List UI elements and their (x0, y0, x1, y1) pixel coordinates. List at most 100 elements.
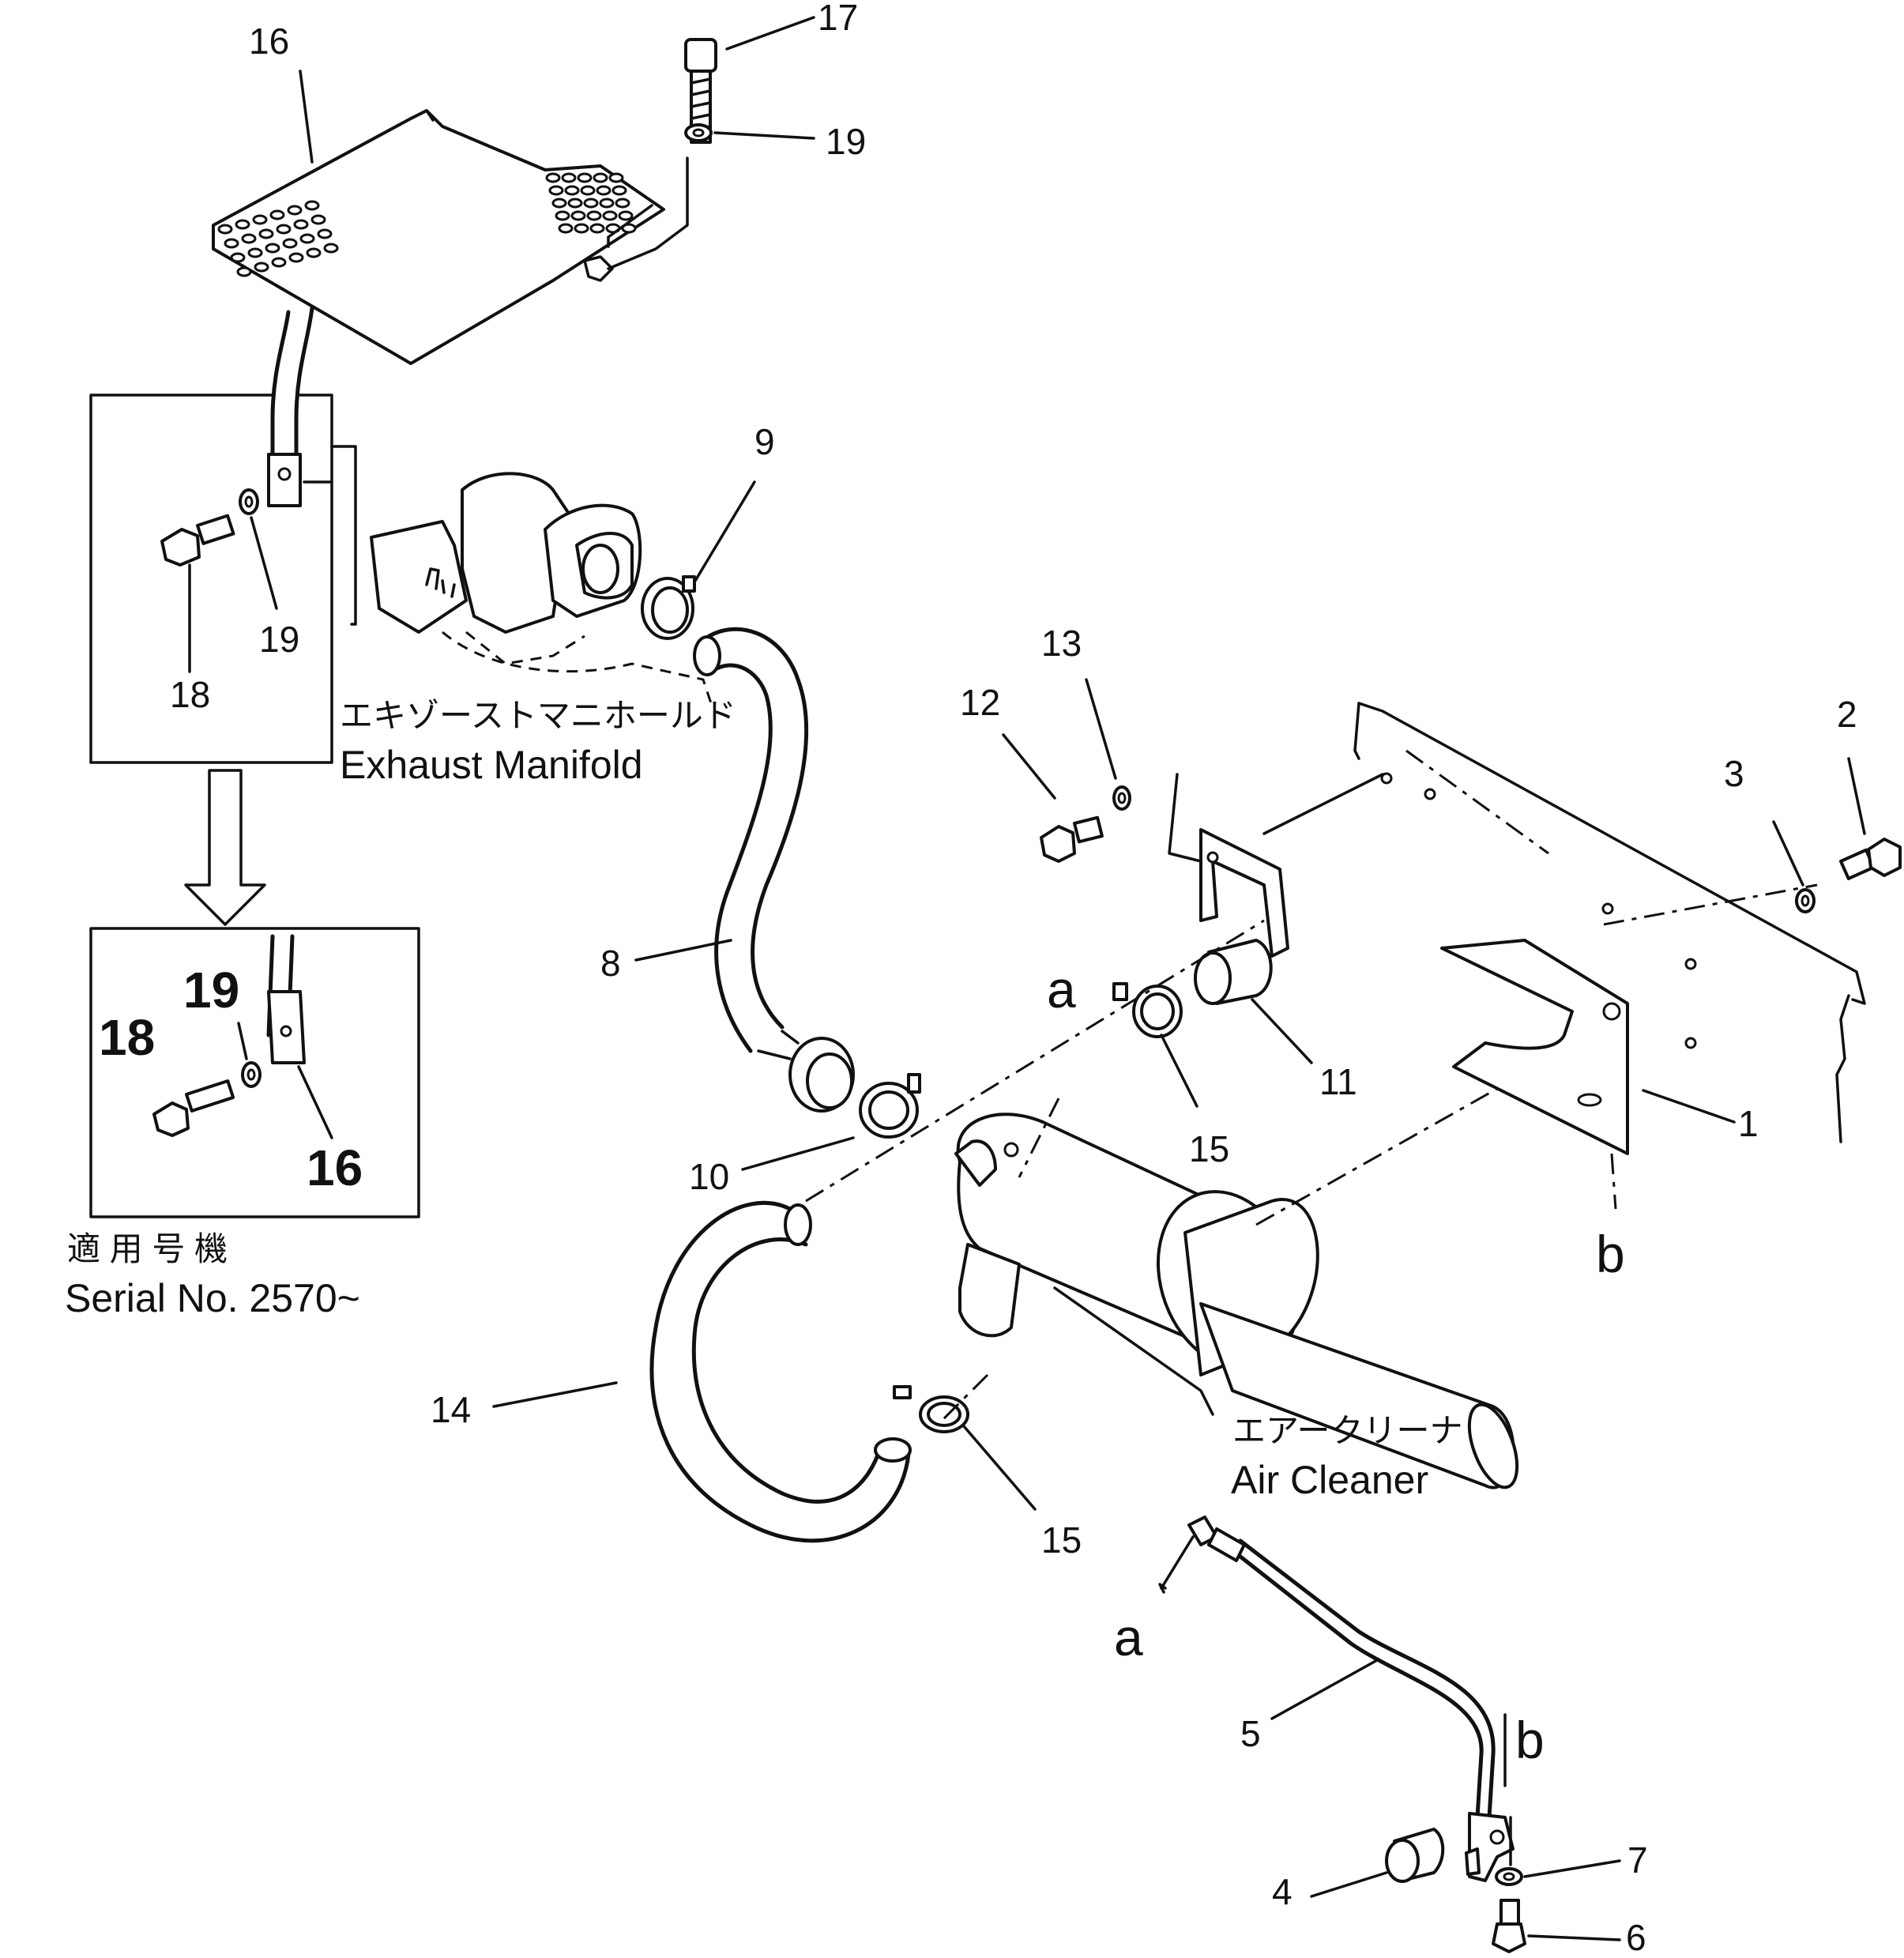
shield-perforation-hole (288, 252, 304, 263)
leader-air-cleaner (1053, 1286, 1214, 1416)
bolt-2-part (1839, 838, 1902, 880)
callout-5: 5 (1240, 1713, 1261, 1754)
air-cleaner-en-label: Air Cleaner (1231, 1458, 1428, 1502)
shield-perforation-hole (236, 266, 252, 277)
shield-perforation-hole (618, 210, 634, 221)
shield-perforation-hole (276, 224, 292, 235)
callout-12: 12 (960, 682, 1000, 723)
dash-cleaner-to-clamp (939, 1373, 989, 1424)
shield-perforation-hole (551, 198, 567, 209)
shield-perforation-hole (570, 210, 586, 221)
clamp-9-part (641, 575, 696, 640)
hose-8-part (693, 627, 855, 1113)
connection-a-lower: a (1114, 1608, 1143, 1666)
callout-7: 7 (1627, 1839, 1648, 1881)
dash-panel (1405, 749, 1818, 926)
turbocharger-part (370, 472, 713, 704)
leader-12 (1002, 733, 1056, 800)
connection-b-lower: b (1515, 1711, 1545, 1769)
detail-box-before (89, 393, 357, 764)
exhaust-manifold-en-label: Exhaust Manifold (340, 743, 643, 787)
connection-b-upper: b (1596, 1225, 1625, 1283)
pipe-11-part (1194, 939, 1273, 1005)
shield-perforation-hole (574, 223, 589, 234)
leader-13 (1085, 678, 1117, 780)
shield-perforation-hole (599, 198, 615, 209)
shield-perforation-hole (580, 185, 596, 196)
shield-perforation-hole (567, 198, 583, 209)
exhaust-manifold-jp-label: エキゾーストマニホールド (340, 697, 736, 734)
shield-1-part (1440, 939, 1629, 1155)
callout-19-serial: 19 (183, 962, 239, 1019)
dash-a-upper (1018, 1098, 1060, 1178)
shield-perforation-hole (596, 185, 611, 196)
dash-b-upper (1610, 1153, 1617, 1210)
washer-19-top-part (684, 123, 713, 142)
leader-2 (1847, 757, 1866, 835)
clamp-10-part (859, 1073, 921, 1139)
leader-bolt-17-to-shield (607, 204, 653, 248)
shield-perforation-hole (306, 247, 322, 258)
air-cleaner-jp-label: エアークリーナ (1232, 1412, 1462, 1449)
leader-bracket-mount (1168, 773, 1202, 863)
plug-4-part (1385, 1828, 1445, 1883)
leader-8 (634, 939, 732, 962)
shield-perforation-hole (310, 214, 326, 225)
shield-perforation-hole (252, 214, 268, 225)
shield-perforation-hole (323, 243, 339, 254)
shield-perforation-hole (304, 200, 320, 211)
leader-17 (725, 16, 815, 51)
leader-a-lower (1160, 1535, 1195, 1590)
shield-perforation-hole (545, 172, 561, 183)
shield-perforation-hole (217, 224, 233, 235)
shield-perforation-hole (258, 228, 274, 239)
dash-cleaner-to-bracket (1255, 1085, 1502, 1226)
washer-13-part (1112, 785, 1131, 811)
leader-16-top (299, 70, 314, 164)
shield-perforation-hole (269, 209, 285, 220)
shield-perforation-hole (241, 233, 257, 244)
callout-19-top: 19 (826, 121, 866, 162)
leader-10 (741, 1136, 855, 1171)
leader-6 (1527, 1934, 1621, 1941)
leader-4 (1310, 1871, 1388, 1898)
hose-14-part (649, 1200, 912, 1543)
callout-3: 3 (1724, 753, 1744, 794)
serial-change-arrow-icon (184, 769, 266, 926)
leader-15-upper (1160, 1034, 1198, 1108)
shield-perforation-hole (593, 172, 608, 183)
callout-16-top: 16 (249, 21, 289, 62)
shield-perforation-hole (293, 219, 309, 230)
callout-8: 8 (600, 943, 621, 984)
shield-perforation-hole (265, 243, 280, 254)
shield-perforation-hole (558, 223, 574, 234)
pipe-5-part (1187, 1516, 1515, 1882)
connection-a-upper: a (1047, 960, 1076, 1019)
callout-10: 10 (689, 1156, 729, 1197)
shield-perforation-hole (230, 252, 246, 263)
shield-perforation-hole (602, 210, 618, 221)
leader-15-lower (962, 1425, 1037, 1511)
callout-4: 4 (1272, 1871, 1293, 1912)
shield-perforation-hole (561, 172, 577, 183)
washer-7-part (1495, 1867, 1523, 1886)
shield-perforation-hole (577, 172, 593, 183)
shield-perforation-hole (564, 185, 580, 196)
washer-19-part (239, 488, 259, 515)
shield-perforation-hole (235, 219, 250, 230)
shield-perforation-hole (555, 210, 570, 221)
bracket-part (1199, 828, 1289, 958)
shield-perforation-hole (271, 257, 287, 268)
callout-14: 14 (431, 1389, 471, 1430)
dash-hose-to-pipe (805, 919, 1265, 1203)
leader-5 (1270, 1658, 1380, 1720)
panel-part (1353, 702, 1866, 1143)
leader-14 (492, 1381, 618, 1408)
leader-19-top (713, 131, 815, 140)
callout-18-serial: 18 (99, 1009, 155, 1066)
callout-19-box: 19 (259, 619, 299, 660)
bolt-18-part (160, 514, 235, 567)
callout-11: 11 (1319, 1061, 1357, 1102)
callout-6: 6 (1626, 1917, 1646, 1954)
